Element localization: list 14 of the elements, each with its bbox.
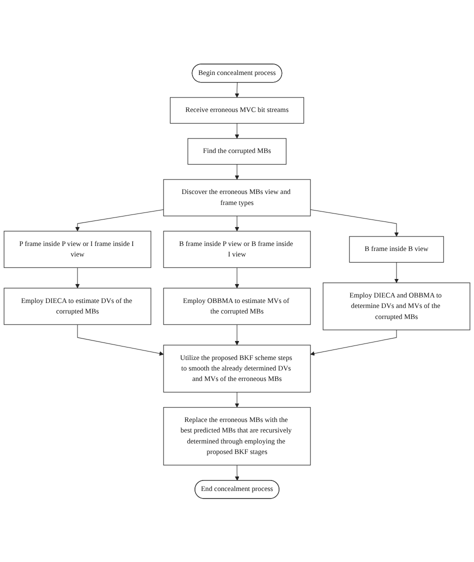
arrow <box>234 82 240 98</box>
arrow <box>75 209 164 232</box>
arrow <box>234 215 240 232</box>
arrow <box>77 324 164 356</box>
arrow <box>234 267 240 288</box>
arrow <box>310 209 399 236</box>
arrow <box>234 122 240 138</box>
arrow <box>234 164 240 180</box>
arrow <box>234 392 240 408</box>
arrow <box>234 324 240 345</box>
arrow <box>394 262 399 283</box>
arrow <box>75 267 80 288</box>
arrow <box>234 464 240 480</box>
arrow <box>310 329 397 356</box>
